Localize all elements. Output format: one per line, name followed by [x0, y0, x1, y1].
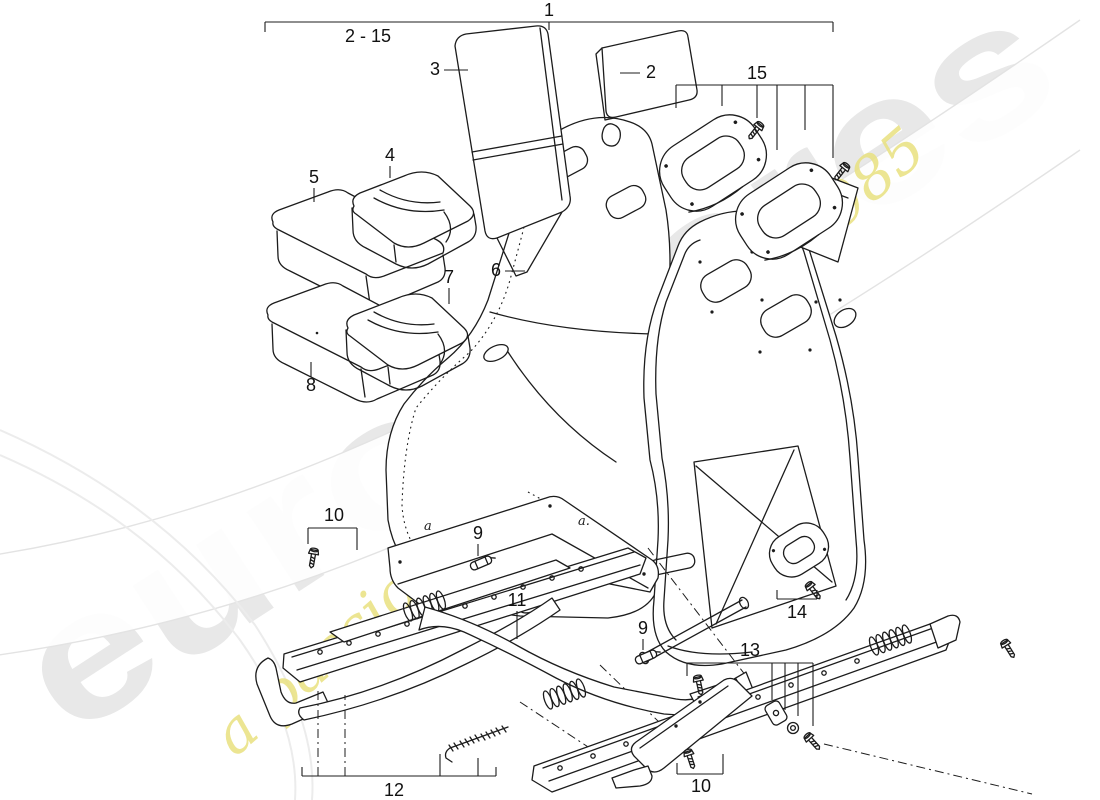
- svg-text:10: 10: [324, 505, 344, 525]
- threaded-spindle: [444, 725, 509, 763]
- svg-text:13: 13: [740, 640, 760, 660]
- screw-13b: [801, 730, 824, 754]
- watermark-corner-curve: [0, 454, 297, 800]
- line-art-layer: [255, 25, 1033, 795]
- callout-7: 7: [444, 267, 454, 304]
- screw-10-lower: [681, 747, 699, 771]
- svg-text:9: 9: [638, 618, 648, 638]
- callout-12: 12: [301, 688, 497, 800]
- rail-end-cap: [929, 614, 961, 649]
- nut: [786, 721, 800, 735]
- svg-text:6: 6: [491, 260, 501, 280]
- belt-guide-assembly: [647, 102, 859, 273]
- svg-text:4: 4: [385, 145, 395, 165]
- callout-14: 14: [776, 590, 818, 622]
- watermark-swoosh: [0, 20, 1080, 655]
- svg-text:9: 9: [473, 523, 483, 543]
- svg-text:5: 5: [309, 167, 319, 187]
- marker-a: a: [424, 519, 432, 534]
- shoulder-slot-right: [760, 294, 812, 338]
- svg-text:7: 7: [444, 267, 454, 287]
- cushion-5: [271, 189, 446, 310]
- part-range-label: 2 - 15: [345, 26, 391, 46]
- callout-9-lower: 9: [638, 618, 648, 650]
- callout-11: 11: [508, 590, 527, 639]
- headrest-hole: [601, 123, 621, 147]
- svg-text:15: 15: [747, 63, 767, 83]
- side-hole: [483, 343, 509, 363]
- flange-14: [768, 522, 830, 603]
- callout-4: 4: [385, 145, 395, 178]
- callout-1: 1: [264, 0, 834, 32]
- headrest-pad: [595, 29, 698, 121]
- bracket-13-assembly: [611, 673, 824, 789]
- callout-2: 2: [620, 62, 656, 82]
- callouts-layer: 1 2 - 15 3 2 15 4 5 6 7: [264, 0, 834, 800]
- callout-3: 3: [430, 59, 468, 79]
- washer-plate: [764, 700, 788, 726]
- svg-text:11: 11: [508, 590, 527, 610]
- part-number-1: 1: [544, 0, 554, 20]
- side-hole-rear: [833, 307, 857, 329]
- callout-13: 13: [686, 640, 814, 726]
- backrest-cover: [454, 25, 571, 277]
- svg-text:8: 8: [306, 375, 316, 395]
- svg-text:14: 14: [787, 602, 807, 622]
- callout-5: 5: [309, 167, 319, 202]
- screw-rail-end: [998, 637, 1019, 661]
- callout-15: 15: [675, 63, 834, 158]
- callout-9-upper: 9: [473, 523, 483, 556]
- cushion-4: [351, 171, 477, 269]
- release-lever: [298, 597, 561, 721]
- callout-8: 8: [306, 362, 316, 395]
- callout-6: 6: [491, 260, 525, 280]
- svg-text:12: 12: [384, 780, 404, 800]
- svg-text:2: 2: [646, 62, 656, 82]
- callout-10-lower: 10: [676, 754, 724, 796]
- callout-2-15: 2 - 15: [345, 26, 391, 46]
- shoulder-slot-left: [700, 259, 752, 303]
- svg-text:3: 3: [430, 59, 440, 79]
- belt-slot-lower: [605, 184, 647, 220]
- svg-text:10: 10: [691, 776, 711, 796]
- callout-10-upper: 10: [307, 505, 358, 550]
- seat-rail-left: [255, 547, 647, 727]
- marker-a-dot: a.: [578, 514, 590, 529]
